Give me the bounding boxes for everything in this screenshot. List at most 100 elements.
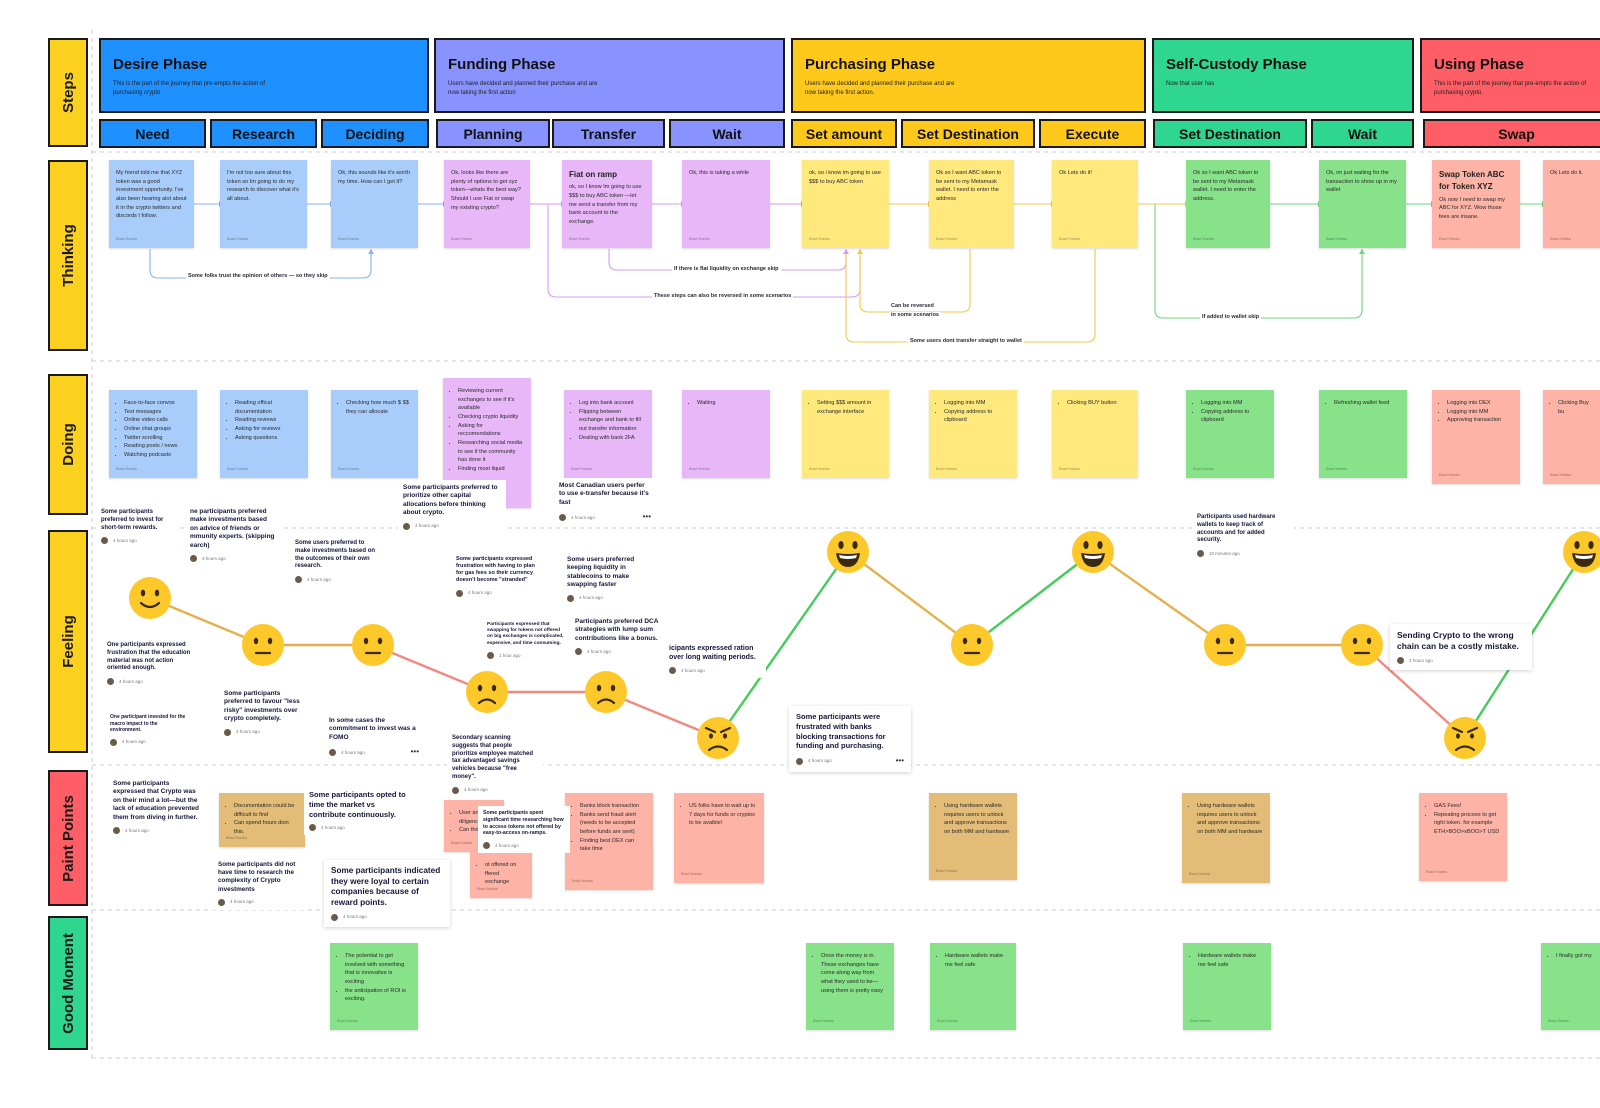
research-comment[interactable]: One participant invested for the macro i… — [105, 710, 195, 750]
sticky-note[interactable]: Log into bank accountFlipping between ex… — [564, 390, 652, 478]
sticky-author: Brad Hanks — [936, 465, 957, 471]
phase-funding[interactable]: Funding Phase Users have decided and pla… — [434, 38, 785, 113]
phase-using[interactable]: Using Phase This is the part of the jour… — [1420, 38, 1600, 113]
research-comment[interactable]: One participants expressed frustration t… — [102, 638, 202, 690]
comment-meta: 4 hours ago — [403, 522, 501, 530]
step-need[interactable]: Need — [99, 119, 206, 148]
research-comment[interactable]: Participants expressed that swapping for… — [482, 618, 570, 663]
research-comment[interactable]: icipants expressed ration over long wait… — [664, 640, 766, 679]
sticky-note[interactable]: Setting $$$ amount in exchange interface… — [802, 390, 889, 478]
research-comment[interactable]: Some users preferred keeping liquidity i… — [562, 552, 664, 606]
sticky-note[interactable]: The potential to get involved with somet… — [330, 943, 418, 1030]
research-comment[interactable]: Some participants preferred to invest fo… — [96, 505, 180, 549]
step-wait[interactable]: Wait — [669, 119, 785, 148]
more-options-icon[interactable]: ••• — [410, 747, 419, 757]
sticky-note[interactable]: Ok Lets do it!Brad Hanks — [1052, 160, 1138, 248]
sticky-note[interactable]: I'm not too sure about this token so Im … — [220, 160, 307, 248]
sticky-note[interactable]: Ok Lets do it.Brad Hanks — [1543, 160, 1600, 248]
sticky-note[interactable]: Once the money is in. These exchanges ha… — [806, 943, 894, 1030]
research-comment[interactable]: Participants used hardware wallets to ke… — [1192, 510, 1294, 562]
sticky-note[interactable]: Logging into MMCopying address to clipbo… — [929, 390, 1017, 478]
sticky-list: Waiting — [689, 399, 763, 408]
sticky-list-item: Can spend hours doin this. — [234, 819, 298, 836]
phase-desire[interactable]: Desire Phase This is the part of the jou… — [99, 38, 429, 113]
research-comment[interactable]: Participants preferred DCA strategies wi… — [570, 614, 666, 660]
research-comment[interactable]: Some participants were frustrated with b… — [789, 706, 911, 773]
sticky-author: Brad Hanks — [451, 235, 472, 241]
sticky-note[interactable]: My friend told me that XYZ token was a g… — [109, 160, 194, 248]
sticky-note[interactable]: Ok, im just waiting for the transaction … — [1319, 160, 1406, 248]
sticky-list-item: Flipping between exchange and bank to fi… — [579, 408, 645, 434]
sticky-note[interactable]: Checking how much $ $$ they can allocate… — [331, 390, 418, 478]
sticky-note[interactable]: ok, so i know im going to use $$$ to buy… — [802, 160, 889, 248]
sticky-note[interactable]: Documentation could be difficult to find… — [219, 793, 305, 847]
sticky-list-item: I finally got my — [1556, 952, 1593, 961]
sticky-note[interactable]: Logging into MMCopying address to clipbo… — [1186, 390, 1274, 478]
sticky-note[interactable]: US folks have to wait up to 7 days for f… — [674, 793, 764, 883]
research-comment[interactable]: Some participants preferred to favour "l… — [219, 686, 309, 740]
research-comment[interactable]: Sending Crypto to the wrong chain can be… — [1390, 624, 1532, 671]
sticky-note[interactable]: Ok so I want ABC token to be sent to my … — [1186, 160, 1270, 248]
step-set-amount[interactable]: Set amount — [791, 119, 897, 148]
step-planning[interactable]: Planning — [436, 119, 550, 148]
sticky-note[interactable]: Ok so I want ABC token to be sent to my … — [929, 160, 1014, 248]
research-comment[interactable]: Some participants expressed that Crypto … — [108, 776, 208, 839]
step-set-destination[interactable]: Set Destination — [901, 119, 1035, 148]
step-research[interactable]: Research — [210, 119, 317, 148]
emoji-face — [1341, 624, 1383, 666]
sticky-note[interactable]: Using hardware wallets requires users to… — [1182, 793, 1270, 883]
sticky-note[interactable]: Face-to-face convosText messagesOnline v… — [109, 390, 197, 478]
sticky-author: Brad Hanks — [1059, 235, 1080, 241]
sticky-note[interactable]: Ok, looks like there are plenty of optio… — [444, 160, 530, 248]
comment-timestamp: 4 hours ago — [236, 729, 260, 735]
research-comment[interactable]: Some participants preferred to prioritiz… — [398, 480, 506, 534]
step-deciding[interactable]: Deciding — [321, 119, 429, 148]
research-comment[interactable]: Most Canadian users perfer to use e-tran… — [554, 478, 656, 527]
more-options-icon[interactable]: ••• — [895, 756, 904, 765]
research-comment[interactable]: Some participants spent significant time… — [478, 806, 570, 853]
research-comment[interactable]: Secondary scanning suggests that people … — [447, 731, 543, 798]
sticky-author: Brad Hanks — [337, 1017, 358, 1023]
sticky-note[interactable]: GAS Fees!Repeating process to get right … — [1419, 793, 1507, 881]
sticky-note[interactable]: Ok, this sounds like it's worth my time.… — [331, 160, 418, 248]
research-comment[interactable]: Some participants did not have time to r… — [213, 857, 305, 910]
research-comment[interactable]: ne participants preferred make investmen… — [185, 504, 281, 567]
comment-meta: 4 hours ago — [575, 648, 661, 656]
step-set-destination-custody[interactable]: Set Destination — [1153, 119, 1307, 148]
phase-purchasing[interactable]: Purchasing Phase Users have decided and … — [791, 38, 1146, 113]
comment-text: In some cases the commitment to invest w… — [329, 717, 416, 741]
research-comment[interactable]: Some participants opted to time the mark… — [304, 786, 416, 836]
sticky-list-item: Reading reviews — [235, 416, 301, 425]
research-comment[interactable]: Some participants indicated they were lo… — [324, 860, 450, 927]
step-execute[interactable]: Execute — [1039, 119, 1146, 148]
sticky-note[interactable]: Using hardware wallets requires users to… — [929, 793, 1017, 880]
emoji-neutral-icon — [1341, 624, 1383, 666]
feeling-line-segment — [717, 551, 849, 739]
sticky-list-item: the anticipation of ROI is exciting. — [345, 987, 411, 1004]
step-wait-custody[interactable]: Wait — [1311, 119, 1414, 148]
research-comment[interactable]: Some users preferred to make investments… — [290, 536, 386, 588]
sticky-list: Clicking Buy bu — [1550, 399, 1593, 416]
more-options-icon[interactable]: ••• — [642, 512, 651, 522]
step-transfer[interactable]: Transfer — [552, 119, 665, 148]
sticky-note[interactable]: Reading offical documentationReading rev… — [220, 390, 308, 478]
step-swap[interactable]: Swap — [1423, 119, 1600, 148]
sticky-note[interactable]: Logging into DEXLogging into MMApproving… — [1432, 390, 1520, 484]
research-comment[interactable]: In some cases the commitment to invest w… — [324, 713, 424, 762]
research-comment[interactable]: Some participants expressed frustration … — [451, 552, 543, 601]
phase-self-custody[interactable]: Self-Custody Phase Now that user has — [1152, 38, 1414, 113]
sticky-author: Brad Hanks — [338, 235, 359, 241]
sticky-note[interactable]: Banks block transactionBanks send fraud … — [565, 793, 653, 890]
avatar — [107, 678, 114, 686]
